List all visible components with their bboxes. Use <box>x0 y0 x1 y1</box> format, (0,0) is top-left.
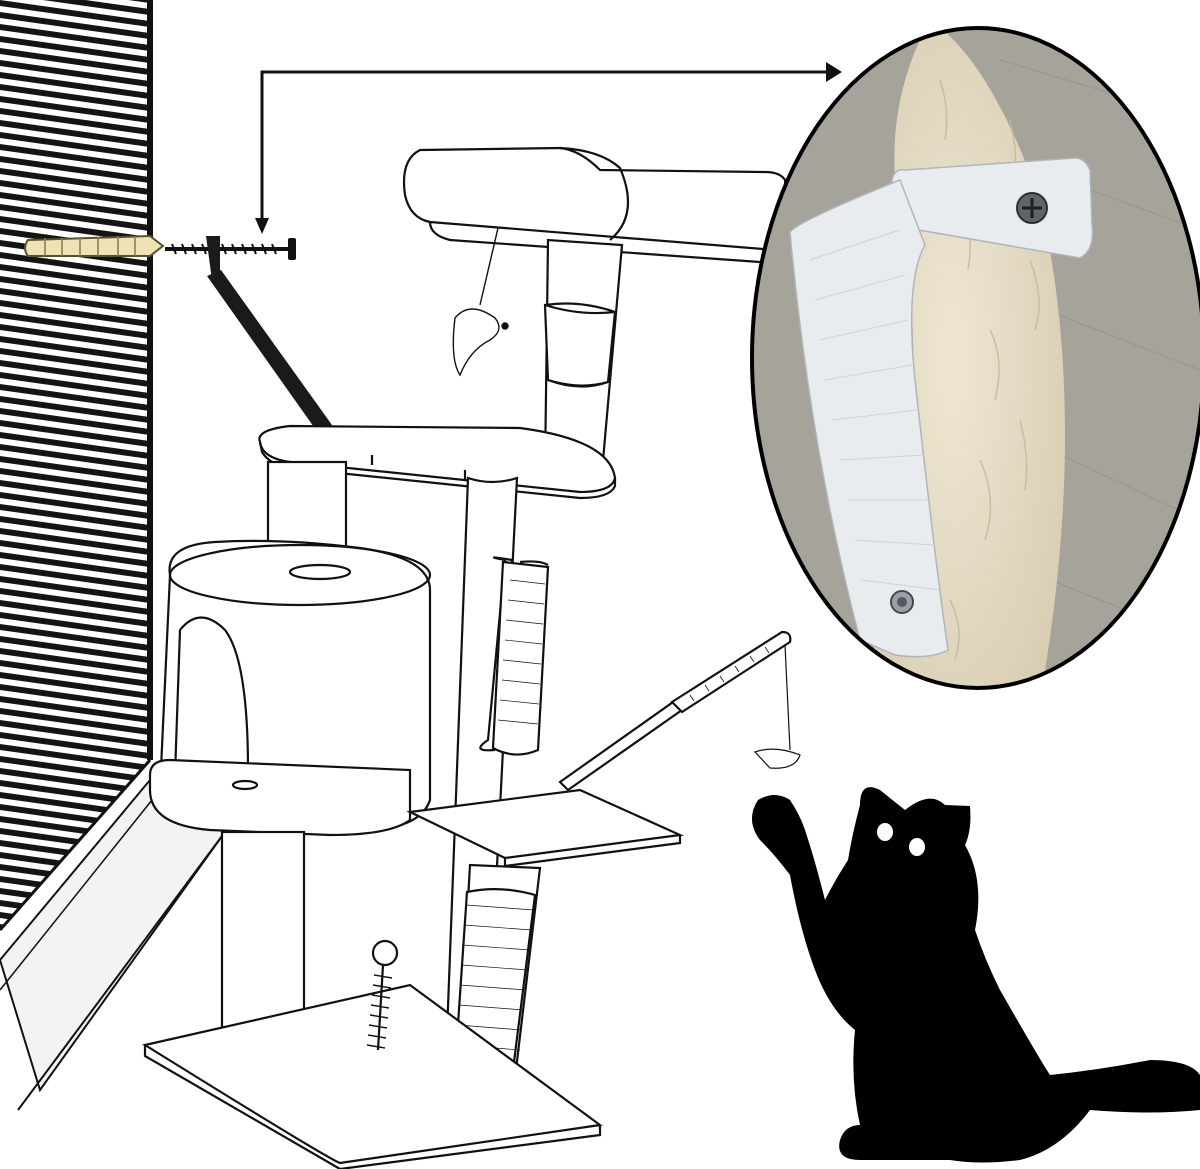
strap-bracket-icon <box>206 236 332 430</box>
spring-ball-toy <box>366 939 399 1051</box>
side-platform <box>406 788 684 868</box>
wall-anchor-icon <box>24 234 165 257</box>
long-post <box>444 476 550 1062</box>
cat-silhouette-icon <box>751 787 1200 1163</box>
lower-long-post <box>453 863 542 1080</box>
toy-rod <box>558 630 792 792</box>
upper-post <box>543 238 624 474</box>
hanging-mouse-toy <box>452 227 509 377</box>
base <box>142 983 603 1169</box>
screw-head-icon <box>1016 192 1048 224</box>
cat-tree <box>142 146 801 1169</box>
zoom-detail-oval <box>750 26 1200 690</box>
fabric-strap <box>789 157 1094 658</box>
arrow-icon <box>255 62 842 234</box>
screw-icon <box>165 238 296 260</box>
grommet-icon <box>890 590 914 614</box>
rod-mouse-toy <box>753 644 801 769</box>
middle-platform <box>258 424 617 500</box>
condo <box>148 539 432 837</box>
